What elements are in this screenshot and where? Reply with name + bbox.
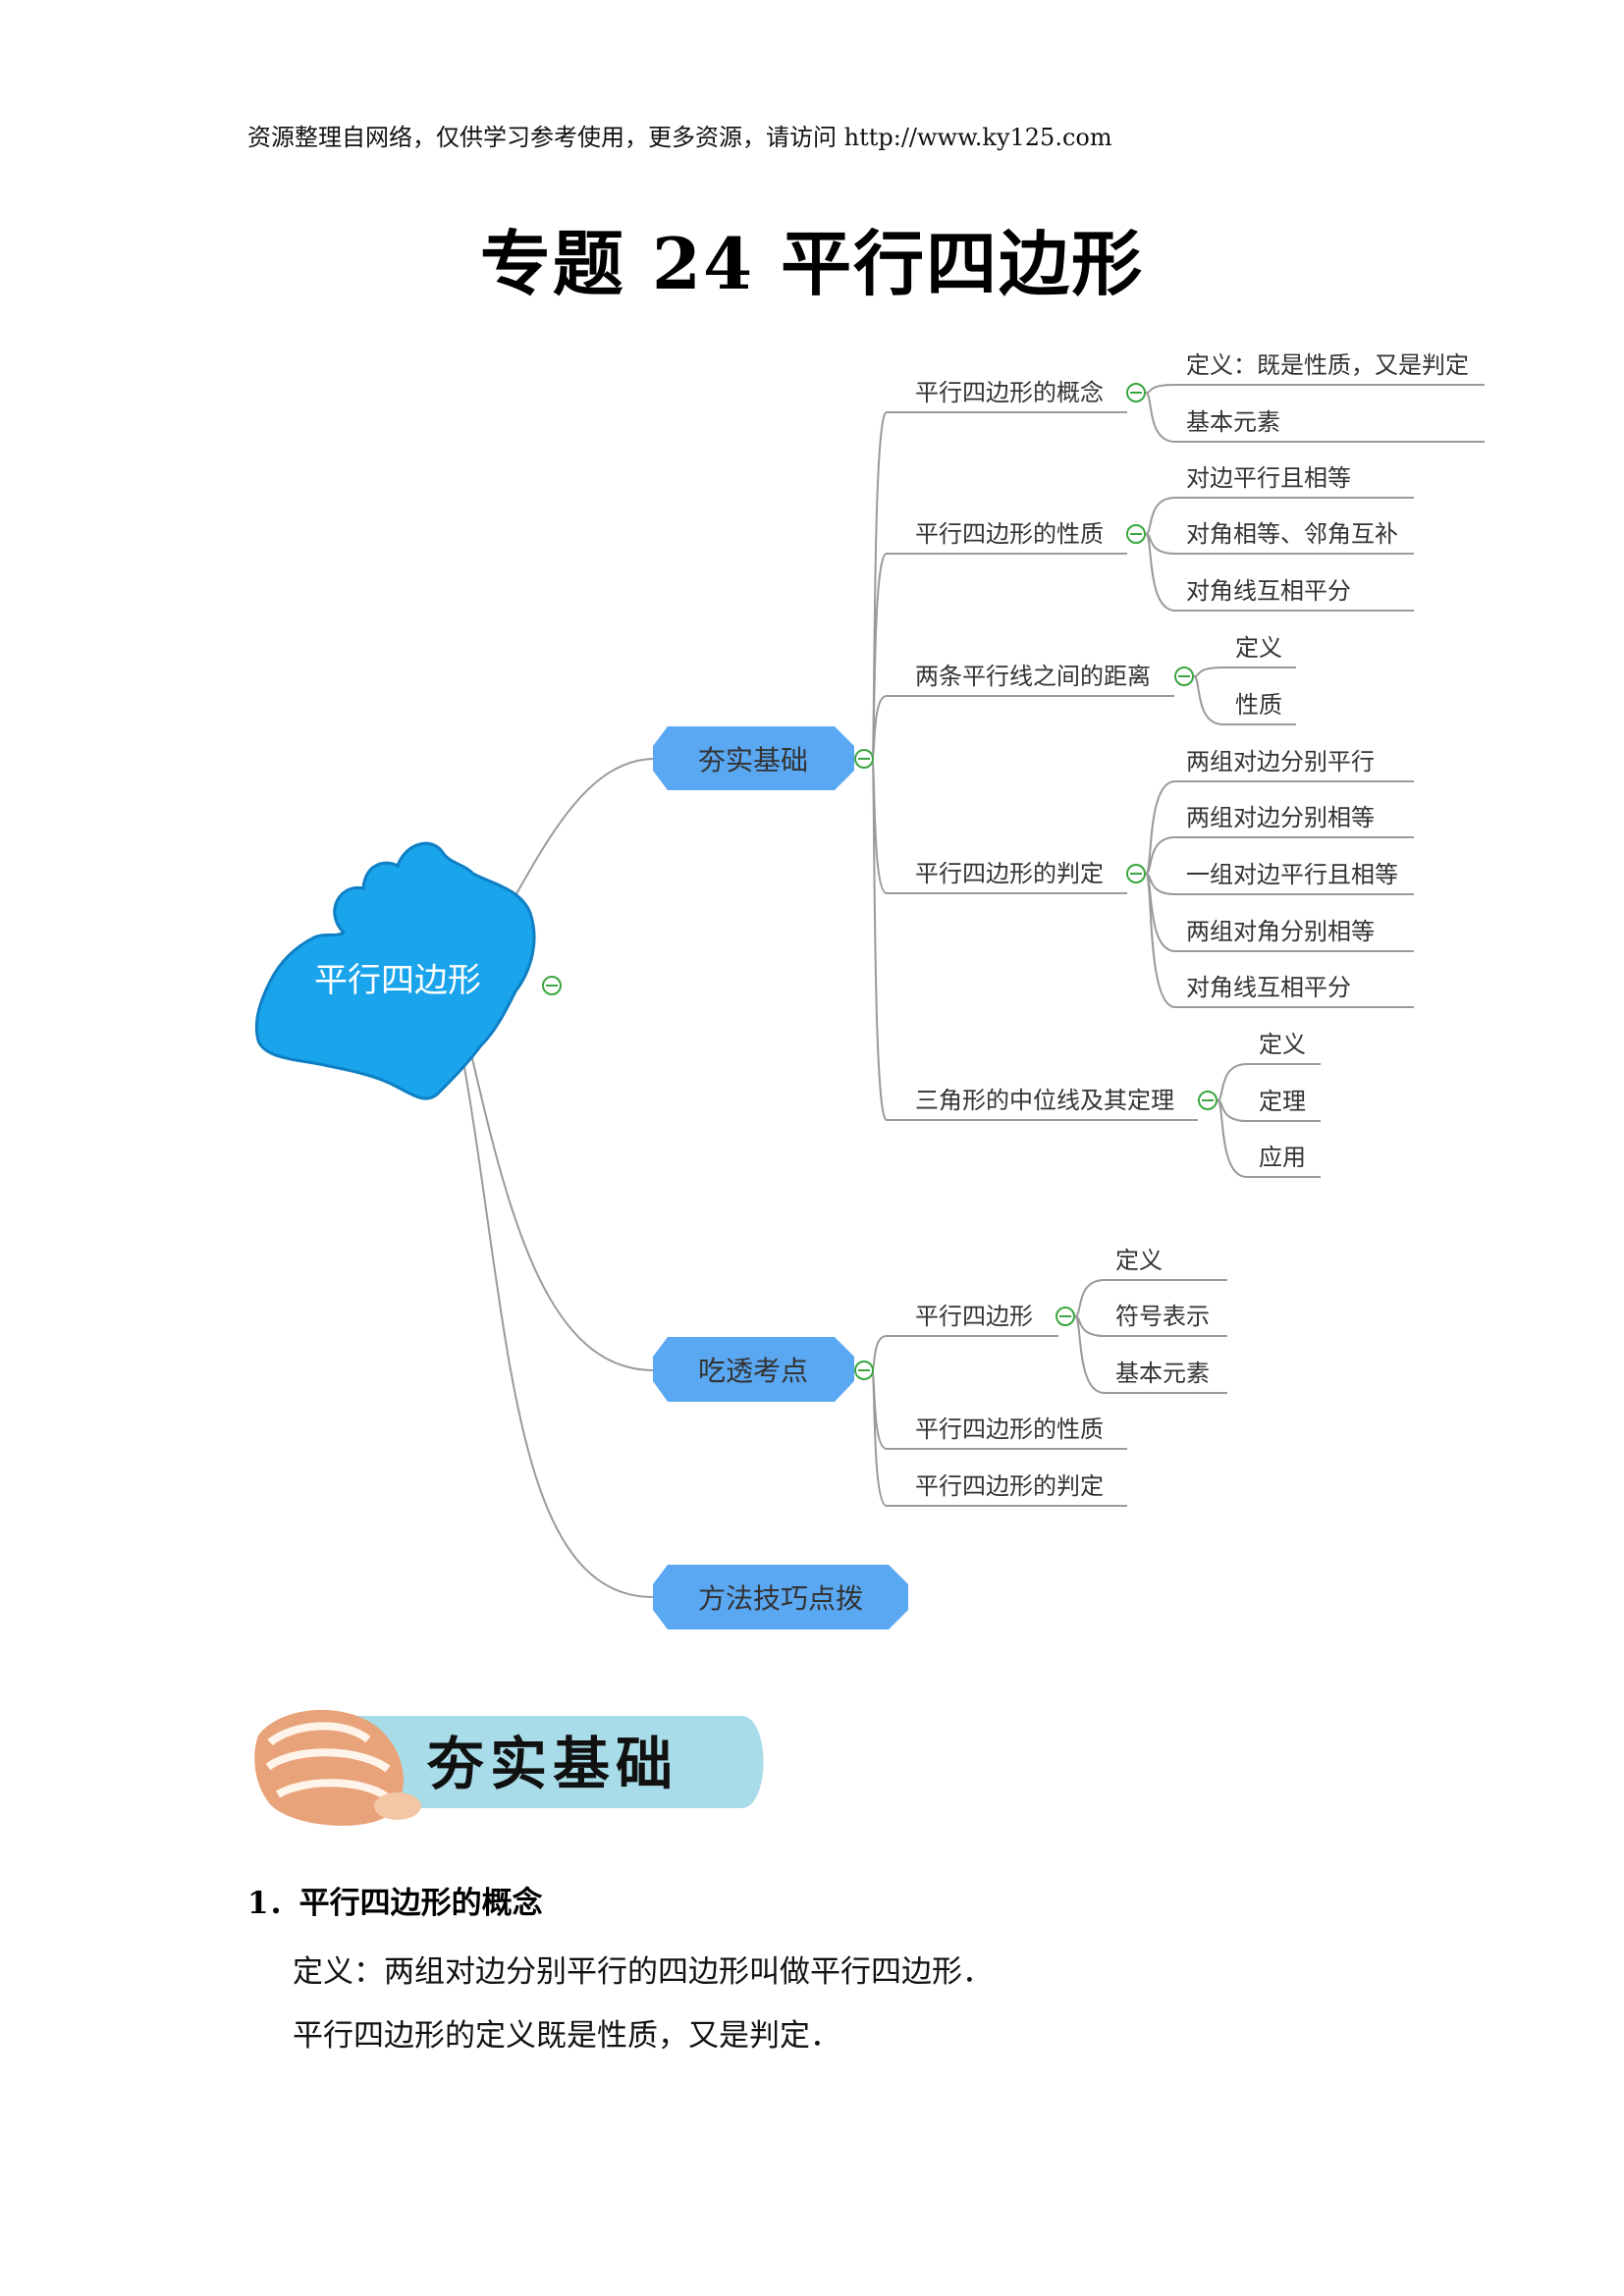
section-heading: 1．平行四边形的概念 <box>247 1886 543 1921</box>
leaf-topic[interactable]: 对角相等、邻角互补 <box>1186 520 1398 548</box>
root-node-label[interactable]: 平行四边形 <box>314 961 481 1000</box>
leaf-topic[interactable]: 定义 <box>1115 1247 1163 1274</box>
leaf-topic[interactable]: 两组对边分别相等 <box>1186 804 1375 831</box>
collapse-icon[interactable] <box>854 749 874 769</box>
header-note: 资源整理自网络，仅供学习参考使用，更多资源，请访问 http://www.ky1… <box>247 124 1112 151</box>
connector-line <box>1074 1315 1106 1394</box>
leaf-topic[interactable]: 一组对边平行且相等 <box>1186 861 1398 888</box>
sub-topic[interactable]: 两条平行线之间的距离 <box>915 663 1151 690</box>
collapse-icon[interactable] <box>1198 1091 1218 1110</box>
branch-node-methods[interactable]: 方法技巧点拨 <box>653 1565 908 1629</box>
paragraph: 定义：两组对边分别平行的四边形叫做平行四边形． <box>293 1954 993 1990</box>
leaf-topic[interactable]: 定义 <box>1259 1031 1306 1058</box>
leaf-topic[interactable]: 基本元素 <box>1115 1360 1210 1387</box>
branch-label-key-points: 吃透考点 <box>698 1355 808 1387</box>
connector-line <box>1145 836 1176 875</box>
leaf-topic[interactable]: 应用 <box>1259 1144 1306 1171</box>
sub-topic[interactable]: 平行四边形的判定 <box>915 860 1104 887</box>
connector-line <box>1193 675 1224 725</box>
branch-node-key-points[interactable]: 吃透考点 <box>653 1337 854 1402</box>
branch-node-foundation[interactable]: 夯实基础 <box>653 726 854 790</box>
leaf-topic[interactable]: 基本元素 <box>1186 408 1280 436</box>
leaf-topic[interactable]: 定义 <box>1235 634 1282 662</box>
leaf-topic[interactable]: 对角线互相平分 <box>1186 577 1351 605</box>
connector-line <box>1193 667 1224 677</box>
paragraph: 平行四边形的定义既是性质，又是判定． <box>293 2018 840 2054</box>
collapse-icon[interactable] <box>542 976 562 995</box>
sub-topic[interactable]: 平行四边形的判定 <box>915 1472 1104 1500</box>
collapse-icon[interactable] <box>1056 1307 1075 1326</box>
leaf-topic[interactable]: 对边平行且相等 <box>1186 464 1351 492</box>
connector-line <box>871 1335 888 1371</box>
leaf-topic[interactable]: 符号表示 <box>1115 1303 1210 1330</box>
leaf-topic[interactable]: 定义：既是性质，又是判定 <box>1186 351 1469 379</box>
branch-label-methods: 方法技巧点拨 <box>698 1582 863 1615</box>
branch-label-foundation: 夯实基础 <box>698 744 808 776</box>
mind-map: 平行四边形 夯实基础 吃透考点 方法技巧点拨 平行四边形的概念 定义：既是性质，… <box>254 351 1485 1629</box>
collapse-icon[interactable] <box>854 1361 874 1380</box>
connector-line <box>1217 1063 1248 1101</box>
connector-line <box>468 1044 654 1371</box>
collapse-icon[interactable] <box>1126 524 1146 544</box>
leaf-topic[interactable]: 两组对角分别相等 <box>1186 918 1375 945</box>
connector-line <box>1217 1099 1248 1178</box>
connector-line <box>460 1049 654 1598</box>
leaf-topic[interactable]: 对角线互相平分 <box>1186 974 1351 1001</box>
sub-topic[interactable]: 平行四边形的性质 <box>915 520 1104 548</box>
banner-ribbon <box>309 1716 764 1808</box>
leaf-topic[interactable]: 性质 <box>1235 691 1282 719</box>
connector-line <box>505 758 654 914</box>
section-banner: 夯实基础 <box>254 1709 764 1826</box>
leaf-topic[interactable]: 两组对边分别平行 <box>1186 748 1375 775</box>
shell-icon <box>254 1709 421 1826</box>
connector-line <box>1145 384 1176 394</box>
collapse-icon[interactable] <box>1174 667 1194 686</box>
sub-topic[interactable]: 平行四边形的性质 <box>915 1415 1104 1443</box>
leaf-topic[interactable]: 定理 <box>1259 1088 1306 1115</box>
connector-line <box>871 758 888 1121</box>
mind-map-connectors <box>460 384 1485 1598</box>
connector-line <box>1145 497 1176 535</box>
connector-line <box>1074 1279 1106 1317</box>
collapse-icon[interactable] <box>1126 864 1146 883</box>
sub-topic[interactable]: 平行四边形 <box>915 1303 1033 1330</box>
connector-line <box>1145 533 1176 612</box>
connector-line <box>1145 873 1176 1008</box>
collapse-icon[interactable] <box>1126 383 1146 402</box>
sub-topic[interactable]: 三角形的中位线及其定理 <box>915 1087 1174 1114</box>
sub-topic[interactable]: 平行四边形的概念 <box>915 379 1104 406</box>
banner-text: 夯实基础 <box>426 1731 678 1797</box>
connector-line <box>871 1369 888 1507</box>
root-node-shape <box>254 841 536 1100</box>
page-title: 专题 24 平行四边形 <box>479 222 1145 305</box>
connector-line <box>1145 392 1176 443</box>
